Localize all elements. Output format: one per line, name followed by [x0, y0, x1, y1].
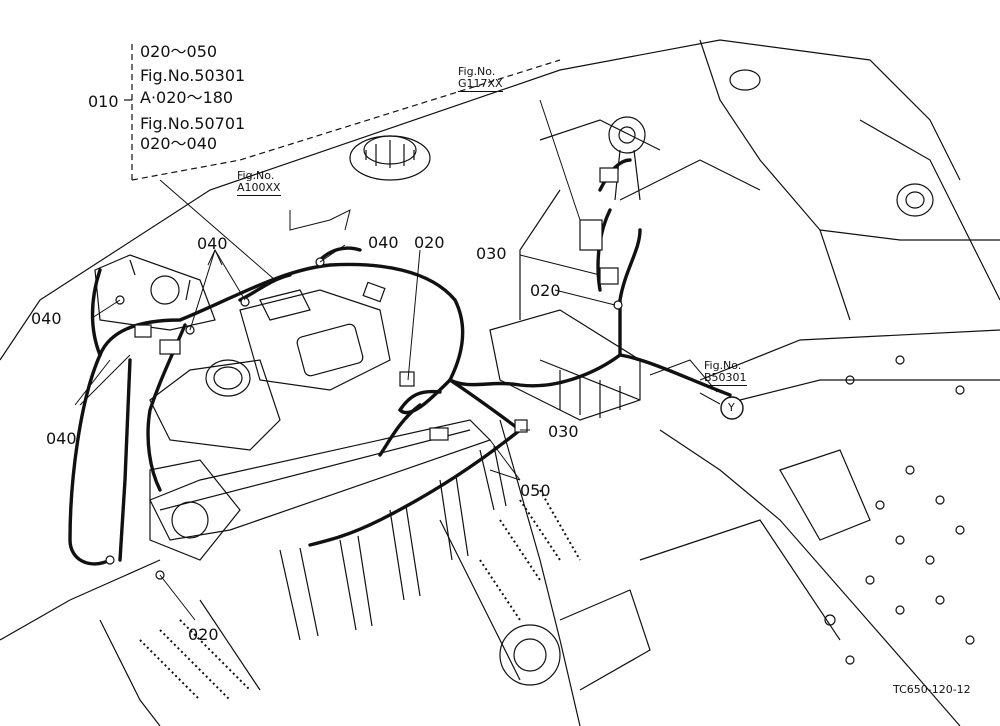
- grille-pattern: [139, 489, 581, 701]
- injectors: [279, 445, 507, 641]
- callout-line: 020～050: [140, 42, 218, 61]
- figref-caption: Fig.No.: [237, 169, 275, 182]
- ecu-module: [489, 309, 641, 421]
- ref-040-label: 040: [197, 234, 228, 253]
- figref-number: B50301: [704, 372, 747, 387]
- figref-a100: Fig.No. A100XX: [237, 169, 281, 197]
- ref-030-label: 030: [548, 422, 579, 441]
- leader-lines: [74, 99, 718, 621]
- ref-020-label: 020: [414, 233, 445, 252]
- connector-y-circle: [720, 396, 744, 420]
- ref-050-label: 050: [520, 481, 551, 500]
- ref-040-label: 040: [46, 429, 77, 448]
- ref-010-label: 010: [88, 92, 119, 111]
- ref-040-label: 040: [31, 309, 62, 328]
- chassis-outline: [0, 39, 1000, 726]
- grommet: [729, 69, 934, 217]
- callout-line: Fig.No.50701: [140, 114, 246, 133]
- pedal: [779, 449, 871, 541]
- sensor-part: [608, 116, 646, 201]
- connector-y-letter: Y: [728, 401, 735, 414]
- ref-020-label: 020: [188, 625, 219, 644]
- drawing-code: TC650-120-12: [893, 683, 971, 696]
- harness-connectors: [105, 167, 623, 580]
- starter-motor: [499, 589, 651, 691]
- figref-caption: Fig.No.: [704, 359, 742, 372]
- left-component: [94, 254, 216, 331]
- ref-020-label: 020: [530, 281, 561, 300]
- callout-line: 020～040: [140, 134, 218, 153]
- callout-bracket: [131, 44, 561, 181]
- wiring-harness: [68, 158, 732, 566]
- actuator-block: [239, 289, 391, 391]
- callout-line: Fig.No.50301: [140, 66, 246, 85]
- figref-g117: Fig.No. G117XX: [458, 65, 503, 93]
- floor-plate-holes: [824, 355, 975, 665]
- filler-cap: [349, 135, 431, 181]
- figref-caption: Fig.No.: [458, 65, 496, 78]
- throttle-body: [149, 359, 281, 451]
- fuel-rail: [149, 419, 492, 561]
- figref-number: A100XX: [237, 182, 281, 197]
- callout-line: A·020～180: [140, 88, 234, 107]
- connector-y-leader: [699, 392, 721, 405]
- ref-040-label: 040: [368, 233, 399, 252]
- figref-b503: Fig.No. B50301: [704, 359, 747, 387]
- ref-030-label: 030: [476, 244, 507, 263]
- figref-number: G117XX: [458, 78, 503, 93]
